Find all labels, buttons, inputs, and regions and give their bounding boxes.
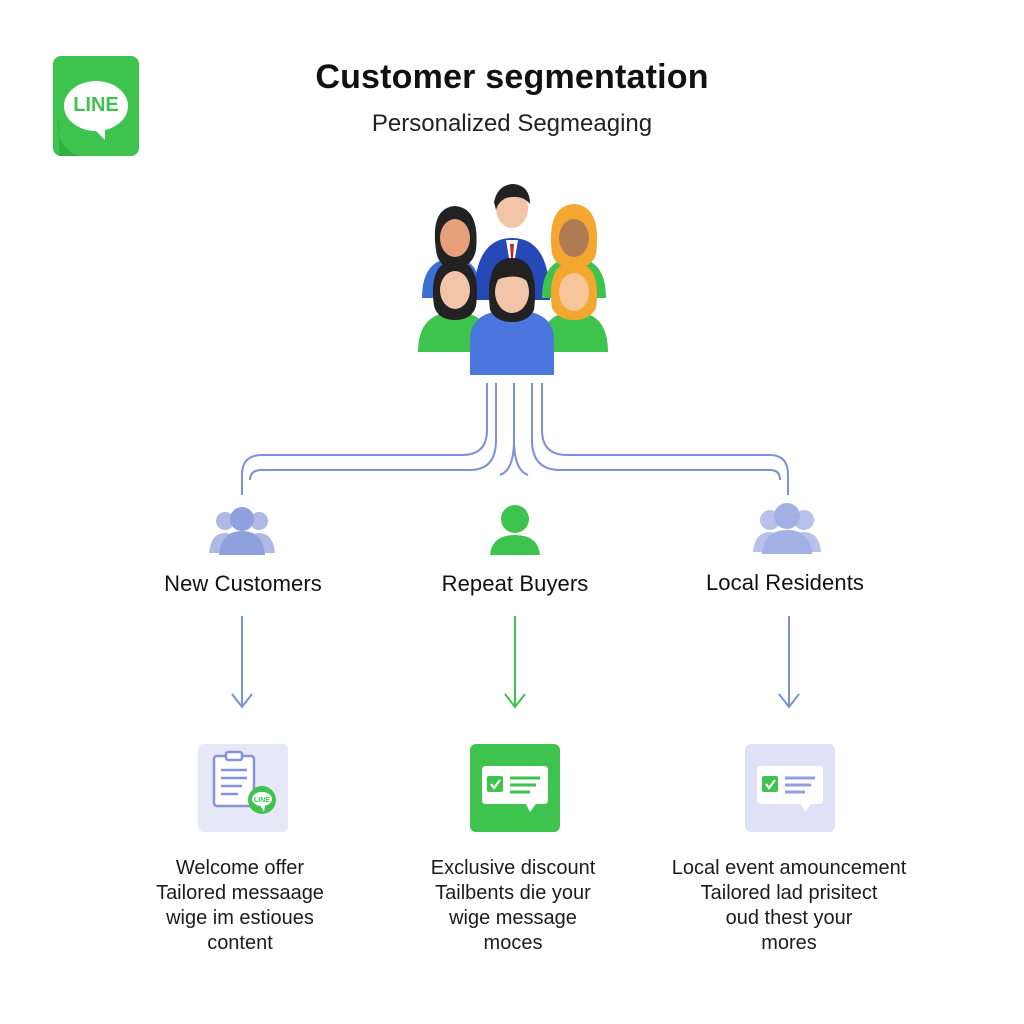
new-customers-description: Welcome offer Tailored messaage wige im … (90, 856, 390, 956)
repeat-buyers-person-icon (480, 503, 550, 555)
page-title: Customer segmentation (315, 58, 709, 96)
description-line: wige im estioues (166, 907, 314, 929)
description-line: Local event amouncement (671, 857, 907, 879)
description-line: Welcome offer (175, 857, 305, 879)
description-line: Tailored messaage (156, 882, 324, 904)
logo-text: LINE (73, 94, 119, 116)
new-customers-group-icon (207, 505, 277, 555)
message-card-icon (482, 766, 548, 812)
description-line: moces (483, 932, 543, 954)
segment-label-local-residents: Local Residents (705, 570, 865, 595)
local-residents-group-icon (752, 502, 822, 554)
description-line: Tailbents die your (435, 882, 591, 904)
message-card-icon (757, 766, 823, 812)
local-residents-description: Local event amouncement Tailored lad pri… (639, 856, 939, 956)
local-residents-message-tile (745, 744, 835, 832)
description-line: wige message (449, 907, 577, 929)
description-line: mores (761, 932, 817, 954)
description-line: oud thest your (725, 907, 853, 929)
line-logo: LINE (53, 56, 139, 156)
repeat-buyers-message-tile (470, 744, 560, 832)
new-customers-message-tile: LINE (198, 744, 288, 832)
description-line: content (207, 932, 273, 954)
segment-label-new-customers: New Customers (164, 571, 322, 596)
customer-group-illustration (410, 180, 620, 375)
page-subtitle: Personalized Segmeaging (371, 110, 653, 137)
description-line: Exclusive discount (430, 857, 596, 879)
repeat-buyers-description: Exclusive discount Tailbents die your wi… (363, 856, 663, 956)
clipboard-line-icon: LINE (212, 750, 276, 814)
description-line: Tailored lad prisitect (700, 882, 878, 904)
segment-label-repeat-buyers: Repeat Buyers (441, 571, 589, 596)
svg-text:LINE: LINE (254, 797, 270, 804)
